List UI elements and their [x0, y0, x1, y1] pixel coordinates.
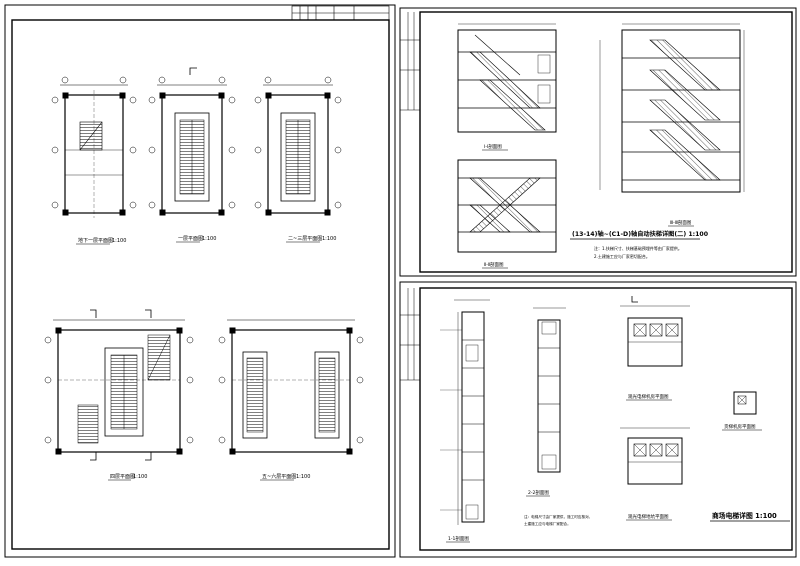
section-I-title: Ⅰ-Ⅰ剖面图 [482, 143, 508, 151]
top-right-note-1: 注：1.扶梯尺寸、扶梯基础预埋件等由厂家提供。 [594, 245, 682, 251]
shaft-section-2 [533, 307, 566, 473]
plan-ground-floor [148, 67, 236, 216]
plan-1-title: 地下一层平面图 [78, 237, 113, 244]
plan-5-title: 五~六层平面图 [262, 473, 296, 480]
shaft-section-2-title: 2-2剖面图 注：电梯尺寸由厂家提供，施工时应核对。 土建施工应与电梯厂家配合。 [524, 489, 592, 526]
elevator-pit-plan-title: 观光电梯地坑平面图 [626, 513, 672, 521]
top-right-title: (13-14)轴~(C1-D)轴自动扶梯详图(二) 1:100 [572, 230, 709, 238]
plan-2-3-floor [254, 76, 342, 216]
shaft-section-1 [440, 299, 490, 525]
plan-basement [51, 76, 137, 218]
section-2-title: 2-2剖面图 [528, 489, 549, 496]
freight-elevator-room-plan [733, 391, 757, 415]
plan-4th-floor [44, 309, 194, 461]
elevator-pit-plan [620, 427, 690, 485]
bottom-right-title: 商场电梯详图 1:100 [712, 511, 777, 520]
plan-4-title: 四层平面图 [110, 474, 135, 480]
bottom-right-title-block: 商场电梯详图 1:100 [710, 511, 790, 522]
plan-5-6-floor-title: 五~六层平面图 1:100 [260, 473, 310, 481]
plan-1-scale: 1:100 [112, 238, 126, 244]
top-right-side-strip [400, 12, 420, 111]
bottom-right-side-strip [400, 288, 420, 381]
section-c-title: Ⅲ-Ⅲ剖面图 [670, 219, 692, 226]
section-a-title: Ⅰ-Ⅰ剖面图 [484, 143, 502, 150]
shaft-section-1-title: 1-1剖面图 [446, 535, 470, 543]
left-sheet: 地下一层平面图 1:100 一层平面图 1:100 [4, 4, 396, 558]
section-II-title: Ⅱ-Ⅱ剖面图 [482, 261, 508, 269]
bottom-right-note-1: 注：电梯尺寸由厂家提供，施工时应核对。 [524, 514, 592, 519]
elevator-plan-a-title: 观光电梯机房平面图 [628, 393, 669, 400]
elevator-machine-room-plan-title: 观光电梯机房平面图 [626, 393, 672, 401]
plan-4th-floor-title: 四层平面图 1:100 [108, 474, 147, 481]
plan-3-scale: 1:100 [322, 236, 336, 242]
top-right-title-block: (13-14)轴~(C1-D)轴自动扶梯详图(二) 1:100 注：1.扶梯尺寸… [570, 230, 709, 259]
plan-basement-title: 地下一层平面图 1:100 [76, 237, 126, 245]
pit-plan-title: 货梯机房平面图 [724, 423, 756, 430]
section-1-title: 1-1剖面图 [448, 535, 469, 542]
plan-2-scale: 1:100 [202, 236, 216, 242]
elevator-plan-b-title: 观光电梯地坑平面图 [628, 513, 669, 520]
section-b-title: Ⅱ-Ⅱ剖面图 [484, 261, 504, 268]
plan-2-3-floor-title: 二~三层平面图 1:100 [286, 236, 336, 243]
plan-5-6-floor [218, 319, 364, 455]
freight-elevator-room-title: 货梯机房平面图 [722, 423, 762, 431]
plan-2-title: 一层平面图 [178, 236, 203, 242]
section-III [599, 23, 745, 193]
plan-4-scale: 1:100 [133, 474, 147, 480]
bottom-right-sheet: 1-1剖面图 2-2剖面图 注：电梯尺寸由厂家提供，施工时应核对。 土建施工应与… [399, 281, 797, 558]
bottom-right-note-2: 土建施工应与电梯厂家配合。 [524, 521, 571, 526]
top-title-block [291, 5, 390, 21]
plan-3-title: 二~三层平面图 [288, 236, 322, 242]
section-II [457, 159, 557, 253]
section-III-title: Ⅲ-Ⅲ剖面图 [668, 219, 694, 227]
top-right-note-2: 2.土建施工应与厂家密切配合。 [594, 253, 650, 259]
elevator-machine-room-plan [620, 296, 690, 367]
plan-5-scale: 1:100 [296, 474, 310, 480]
plan-ground-floor-title: 一层平面图 1:100 [176, 236, 216, 243]
top-right-sheet: Ⅰ-Ⅰ剖面图 Ⅱ-Ⅱ剖面图 [399, 7, 797, 277]
section-I [457, 23, 557, 133]
